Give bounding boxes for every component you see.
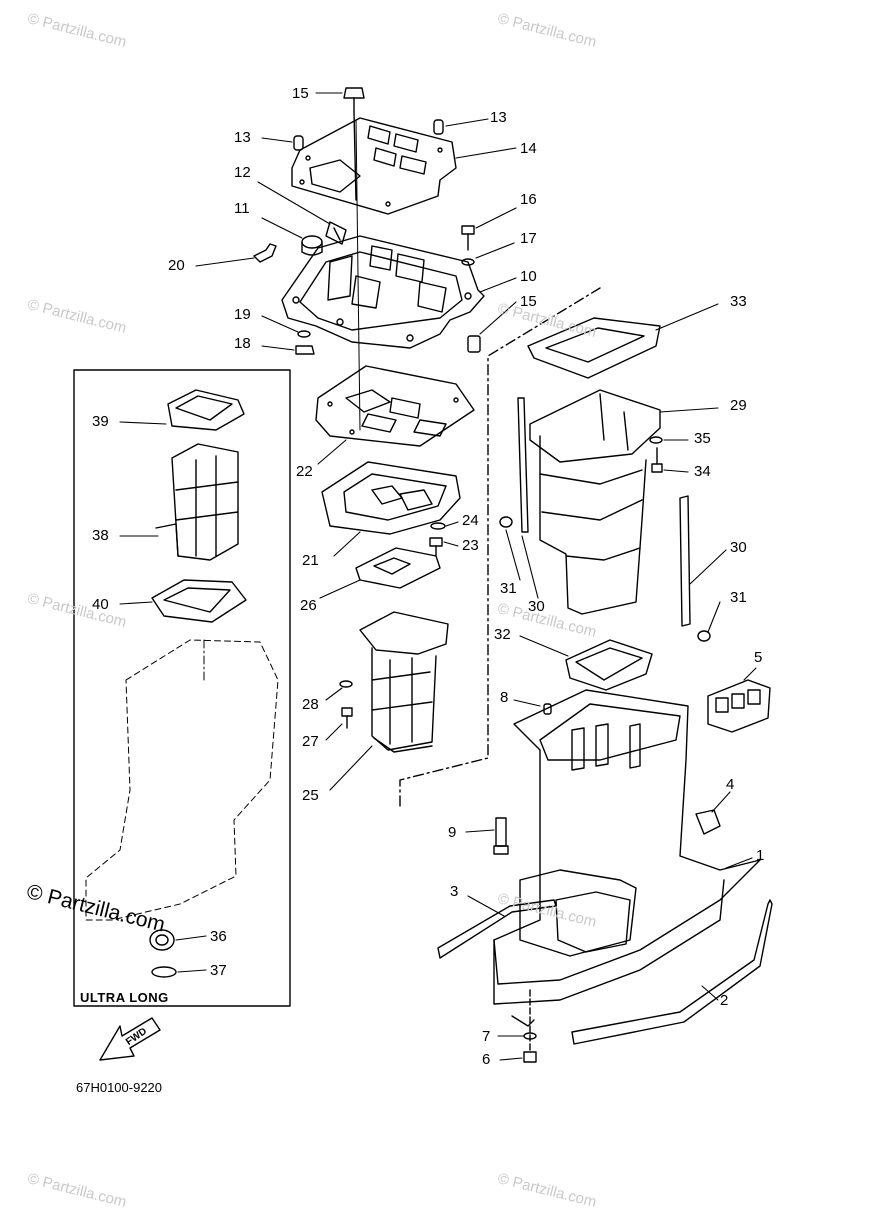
dowel-8 [543,703,552,715]
diagram-code: 67H0100-9220 [76,1080,163,1095]
seal-3 [437,899,557,959]
clip-37 [151,966,177,978]
callout-1: 1 [756,847,765,864]
callout-3: 3 [450,883,459,900]
callout-31-right: 31 [730,589,747,606]
bolt-15-right [467,335,481,353]
washer-31-right [697,630,711,642]
callout-26: 26 [300,597,317,614]
nut-18 [295,345,315,355]
callout-35: 35 [694,430,711,447]
washer-19 [297,330,311,338]
callout-38: 38 [92,527,109,544]
callout-10: 10 [520,268,537,285]
callout-11: 11 [234,200,250,217]
bolt-9 [493,817,509,855]
washer-24 [430,522,446,530]
callout-17: 17 [520,230,537,247]
ultra-long-inset-frame [73,369,291,1007]
plug-4 [695,809,721,835]
callout-34: 34 [694,463,711,480]
grommet-11 [301,235,323,256]
damper-5 [707,679,771,733]
callout-13-right: 13 [490,109,507,126]
bolt-34 [651,447,663,473]
strip-30-left [517,397,529,533]
exhaust-guide-29 [529,389,661,615]
callout-16: 16 [520,191,537,208]
callout-14: 14 [520,140,537,157]
upper-casing-1 [493,689,761,1005]
strip-2 [571,899,773,1045]
callout-8: 8 [500,689,509,706]
elbow-20 [253,243,277,263]
callout-15-top: 15 [292,85,309,102]
callout-33: 33 [730,293,747,310]
bolt-15-top [343,87,365,201]
callout-24: 24 [462,512,479,529]
callout-19: 19 [234,306,251,323]
bolt-6 [523,1051,537,1063]
callout-13-left: 13 [234,129,251,146]
fwd-arrow-icon [99,1017,161,1061]
strip-30-right [679,495,691,627]
gasket-26 [355,547,441,589]
washer-28 [339,680,353,688]
callout-31-left: 31 [500,580,517,597]
callout-22: 22 [296,463,313,480]
callout-23: 23 [462,537,479,554]
gear-36 [149,929,175,951]
dowel-13-left [293,135,304,151]
callout-4: 4 [726,776,735,793]
callout-30-left: 30 [528,598,545,615]
bolt-23 [429,537,443,557]
callout-5: 5 [754,649,763,666]
callout-20: 20 [168,257,185,274]
callout-9: 9 [448,824,457,841]
gasket-33 [527,317,661,379]
callout-25: 25 [302,787,319,804]
callout-30-right: 30 [730,539,747,556]
seal-40 [151,579,247,623]
fitting-12 [325,221,347,245]
plate-21 [321,461,461,535]
callout-29: 29 [730,397,747,414]
callout-36: 36 [210,928,227,945]
bolt-16 [461,225,475,251]
callout-15-right: 15 [520,293,537,310]
washer-31-left [499,516,513,528]
seal-39 [167,389,245,431]
bolt-27 [341,707,353,729]
callout-7: 7 [482,1028,491,1045]
exhaust-tube-25 [359,611,449,753]
seal-32 [565,639,653,691]
callout-40: 40 [92,596,109,613]
adapter-10 [281,235,485,349]
callout-27: 27 [302,733,319,750]
callout-39: 39 [92,413,109,430]
washer-17 [461,258,475,266]
tube-38 [155,443,239,561]
callout-32: 32 [494,626,511,643]
callout-2: 2 [720,992,729,1009]
leader-lines [119,92,757,1061]
gasket-14 [291,117,457,215]
casing-outline-dashed [85,639,279,921]
callout-21: 21 [302,552,319,569]
callout-6: 6 [482,1051,491,1068]
dowel-13-right [433,119,444,135]
gasket-22 [315,365,475,447]
callout-28: 28 [302,696,319,713]
washer-35 [649,436,663,444]
callout-37: 37 [210,962,227,979]
ultra-long-label: ULTRA LONG [80,990,169,1005]
callout-18: 18 [234,335,251,352]
callout-12: 12 [234,164,251,181]
